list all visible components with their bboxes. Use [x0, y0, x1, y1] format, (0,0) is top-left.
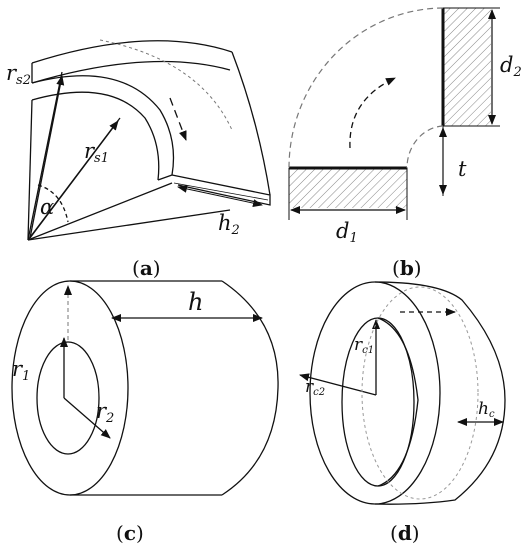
panel-a-hidden-lines	[99, 39, 233, 141]
label-hc: hc	[478, 399, 495, 420]
panel-b-dashed-arcs	[288, 7, 444, 169]
label-r1: r1	[12, 357, 30, 384]
label-t: t	[458, 157, 467, 181]
label-rs1: rs1	[84, 139, 109, 166]
label-h2: h2	[218, 211, 240, 238]
panel-d-hidden-lines	[361, 286, 479, 500]
panel-b-hatch-bottom	[289, 168, 407, 208]
caption-c: (c)	[116, 521, 144, 545]
panel-b-drawing	[288, 7, 500, 220]
panel-b-hatch-right	[443, 8, 491, 126]
label-r2: r2	[96, 399, 114, 426]
label-rc2: rc2	[305, 377, 325, 398]
label-d2: d2	[500, 53, 522, 80]
label-d1: d1	[336, 219, 358, 246]
caption-d: (d)	[390, 521, 420, 545]
label-rs2: rs2	[6, 61, 31, 88]
caption-b: (b)	[392, 256, 422, 280]
panel-a-drawing	[27, 40, 271, 241]
label-alpha: α	[40, 195, 54, 219]
label-h: h	[188, 288, 203, 316]
caption-a: (a)	[132, 256, 161, 280]
panel-c-drawing	[11, 280, 279, 496]
panel-d-drawing	[299, 281, 506, 505]
label-rc1: rc1	[354, 335, 374, 356]
